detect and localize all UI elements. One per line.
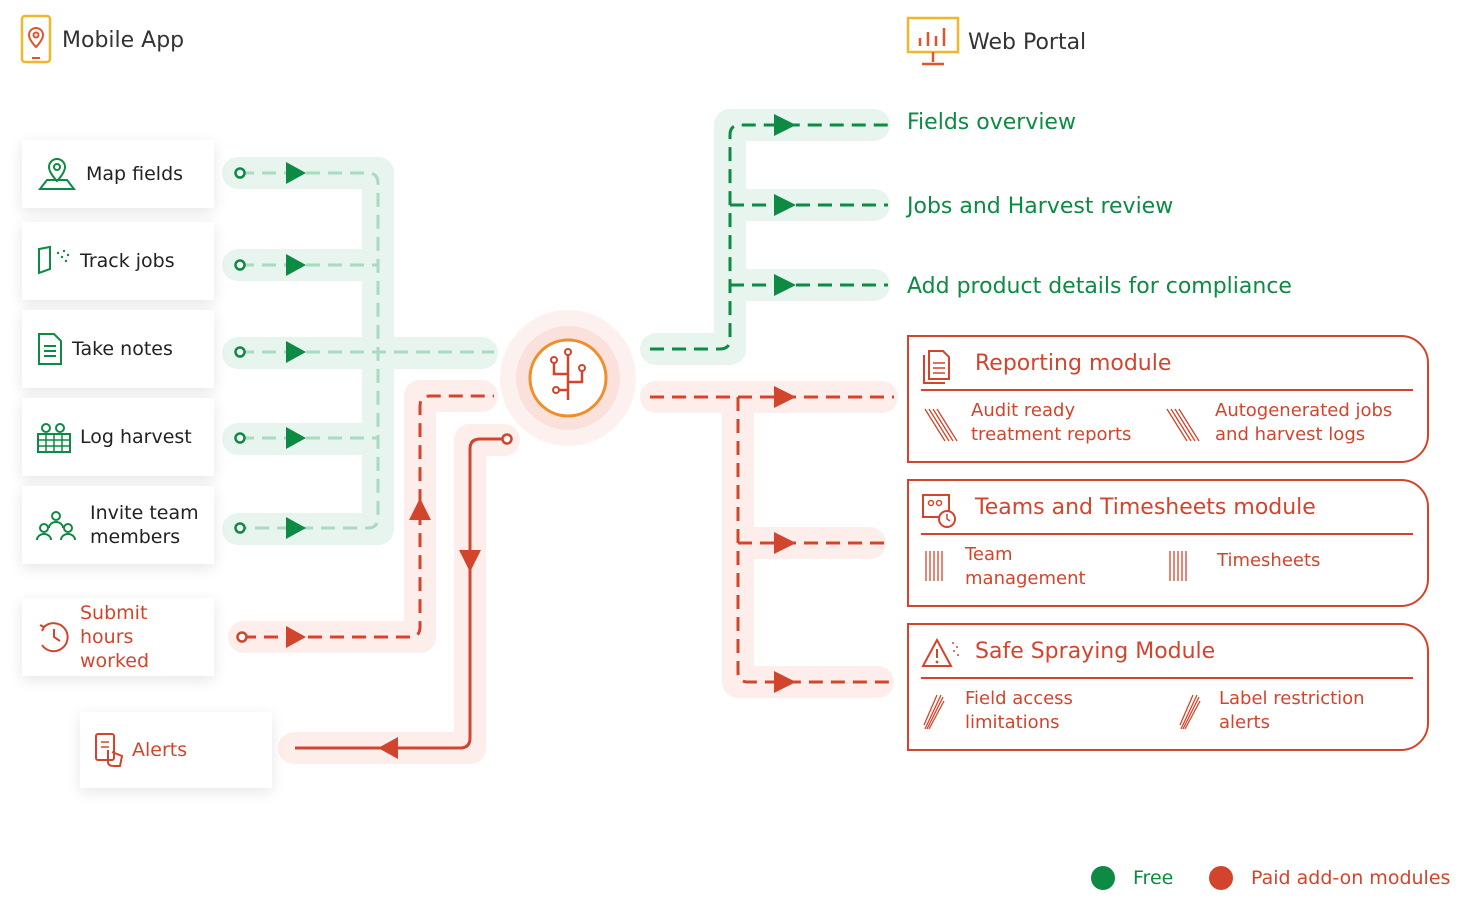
module-feature: Field access limitations	[965, 688, 1073, 733]
card-label: Log harvest	[80, 426, 192, 448]
module-divider	[921, 677, 1413, 679]
vertical-hatch-icon	[1167, 549, 1191, 587]
card-take-notes: Take notes	[22, 310, 214, 388]
left-green-arrows	[286, 162, 306, 539]
module-feature: Team management	[965, 544, 1086, 589]
card-label: Submit hours worked	[80, 602, 150, 672]
spray-hatch-icon	[1177, 693, 1201, 735]
portal-fields-overview: Fields overview	[907, 110, 1076, 135]
card-track-jobs: Track jobs	[22, 222, 214, 300]
clock-icon	[36, 619, 72, 655]
track-jobs-icon	[36, 245, 72, 277]
hub-icon	[500, 310, 636, 446]
portal-product-compliance: Add product details for compliance	[907, 274, 1292, 299]
module-title: Safe Spraying Module	[975, 639, 1216, 664]
legend-free-dot	[1091, 866, 1115, 890]
left-red-arrows	[286, 498, 481, 759]
module-teams-timesheets: Teams and Timesheets module Team managem…	[907, 479, 1429, 607]
harvest-icon	[36, 420, 72, 454]
right-red-arrows	[774, 386, 796, 693]
module-safe-spraying: Safe Spraying Module Field access limita…	[907, 623, 1429, 751]
card-log-harvest: Log harvest	[22, 398, 214, 476]
module-divider	[921, 389, 1413, 391]
hatch-icon	[1165, 405, 1201, 447]
legend-paid-dot	[1209, 866, 1233, 890]
legend-paid-label: Paid add-on modules	[1251, 867, 1451, 889]
card-alerts: Alerts	[80, 712, 272, 788]
card-map-fields: Map fields	[22, 140, 214, 208]
module-feature: Timesheets	[1217, 550, 1321, 571]
legend-free-label: Free	[1133, 867, 1174, 889]
mobile-app-title: Mobile App	[62, 27, 185, 53]
right-green-arrows	[774, 114, 796, 296]
team-timesheet-icon	[921, 493, 957, 533]
card-label: Take notes	[72, 338, 173, 360]
warning-spray-icon	[921, 637, 961, 675]
card-invite-team: Invite team members	[22, 486, 214, 564]
module-feature: Autogenerated jobs and harvest logs	[1215, 400, 1393, 445]
team-icon	[36, 508, 76, 542]
vertical-hatch-icon	[923, 549, 947, 587]
notes-icon	[36, 332, 64, 366]
module-feature: Label restriction alerts	[1219, 688, 1365, 733]
legend-free: Free	[1091, 866, 1173, 890]
module-reporting: Reporting module Audit ready treatment r…	[907, 335, 1429, 463]
web-portal-title: Web Portal	[968, 29, 1087, 55]
card-label: Track jobs	[80, 250, 175, 272]
hatch-icon	[923, 405, 959, 447]
mobile-app-header: Mobile App	[20, 14, 184, 66]
module-divider	[921, 533, 1413, 535]
web-portal-header: Web Portal	[906, 16, 1086, 68]
card-label: Alerts	[132, 739, 188, 761]
card-submit-hours: Submit hours worked	[22, 598, 214, 676]
module-title: Teams and Timesheets module	[975, 495, 1316, 520]
report-icon	[921, 349, 955, 389]
module-title: Reporting module	[975, 351, 1172, 376]
portal-jobs-harvest-review: Jobs and Harvest review	[907, 194, 1174, 219]
mobile-phone-icon	[20, 14, 52, 64]
map-pin-icon	[36, 156, 78, 192]
legend-paid: Paid add-on modules	[1209, 866, 1450, 890]
card-label: Invite team members	[90, 502, 199, 548]
spray-hatch-icon	[921, 693, 945, 735]
phone-alert-icon	[94, 732, 124, 768]
module-feature: Audit ready treatment reports	[971, 400, 1132, 445]
monitor-chart-icon	[906, 16, 960, 66]
card-label: Map fields	[86, 163, 184, 185]
